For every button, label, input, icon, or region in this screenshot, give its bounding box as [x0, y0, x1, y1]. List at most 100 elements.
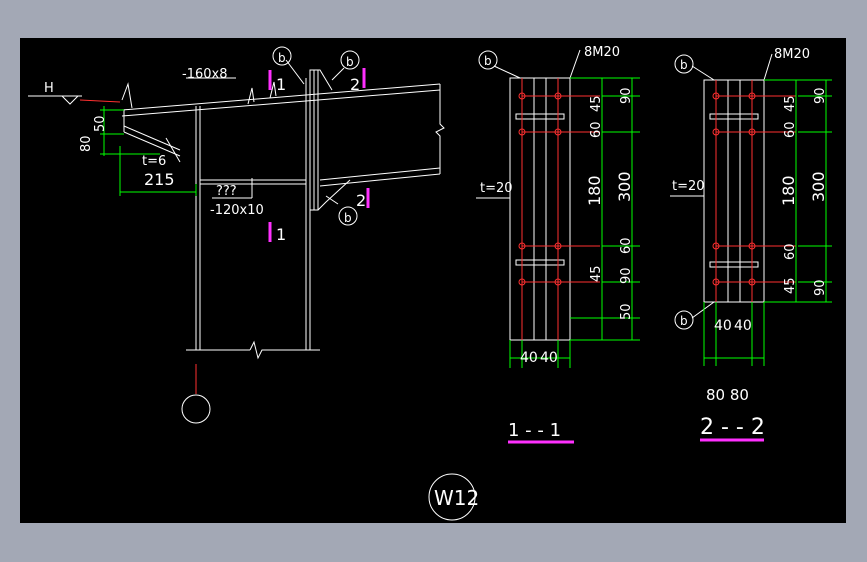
dim-label: 300 — [809, 171, 828, 202]
dim-label: 45 — [783, 95, 798, 112]
elevation-labels: H -160x8 t=6 215 ??? -120x10 b b b 1 2 2… — [44, 51, 366, 244]
rafter-bottom-flange — [319, 173, 441, 187]
axis-bubble — [181, 394, 211, 424]
rafter-stiffener-1 — [247, 87, 255, 105]
dim-label: 90 — [813, 87, 828, 104]
section-22-view — [670, 53, 773, 330]
section-22-bubble-b — [674, 54, 694, 74]
drawing-id-label: W12 — [434, 486, 479, 510]
section-11-thickness-label: t=20 — [480, 181, 513, 196]
section-22-dimensions — [703, 79, 832, 366]
bubble-b-1 — [272, 46, 292, 66]
plate-bottom-label: -120x10 — [210, 203, 264, 218]
dim-label: 60 — [783, 121, 798, 138]
section-22-labels: 8M20 b b t=20 45 60 180 60 45 90 300 90 … — [672, 47, 828, 440]
section-11-bolt-leader — [569, 49, 581, 79]
bubble-b-3-label: b — [344, 211, 352, 225]
dim-label: 180 — [779, 175, 798, 206]
dim-label-bottom: 40 — [734, 318, 752, 334]
plate-top-label: -160x8 — [182, 67, 227, 82]
dim-label-bottom: 40 — [540, 350, 558, 366]
dim-label: 50 — [619, 303, 634, 320]
column-break-line — [249, 340, 320, 360]
level-mark-label: H — [44, 81, 54, 96]
dim-label: 45 — [783, 277, 798, 294]
section-22-flange-top — [709, 113, 759, 120]
dim-215-label: 215 — [144, 170, 175, 189]
section-marks — [268, 68, 370, 242]
section-11-title: 1 - - 1 — [508, 420, 561, 441]
section-1-label-top: 1 — [276, 75, 286, 94]
bubble1-leader — [285, 59, 305, 85]
section-11-view — [476, 49, 581, 341]
dim-label: 90 — [619, 87, 634, 104]
section-22-bubble-label: b — [680, 58, 688, 72]
section-2-label-bot: 2 — [356, 191, 366, 210]
unknown-label: ??? — [216, 184, 237, 199]
elevation-view — [28, 46, 445, 424]
section-11-bolts-label: 8M20 — [584, 45, 620, 60]
bubble3-leader — [325, 195, 339, 205]
dim-label-below: 80 80 — [706, 386, 749, 404]
rafter-stiffener-2 — [269, 81, 277, 99]
thickness-label: t=6 — [142, 154, 166, 169]
section-22-thickness-label: t=20 — [672, 179, 705, 194]
dim-label: 90 — [619, 267, 634, 284]
dim-label: 60 — [783, 243, 798, 260]
section-11-bubble-leader — [493, 65, 521, 79]
dim-80-label: 80 — [79, 135, 94, 152]
section-11-flange-bot — [515, 259, 565, 266]
section-11-plate — [509, 77, 571, 341]
dim-label: 45 — [589, 95, 604, 112]
bubble-b-1-label: b — [278, 51, 286, 65]
elevation-dimensions — [100, 106, 197, 196]
dim-label: 300 — [615, 171, 634, 202]
section-11-flange-top — [515, 113, 565, 120]
section-22-flange-bot — [709, 261, 759, 268]
break-line-right — [435, 84, 445, 174]
dim-label-bottom: 40 — [520, 350, 538, 366]
rafter-bottom-flange-inner — [319, 167, 441, 181]
bubble2-leader — [331, 67, 345, 81]
level-triangle — [61, 95, 79, 105]
dim-label-bottom: 40 — [714, 318, 732, 334]
section-11-dimensions — [509, 77, 640, 368]
bubble-b-2 — [340, 50, 360, 70]
section-22-bolts-label: 8M20 — [774, 47, 810, 62]
section-11-labels: 8M20 b t=20 45 60 180 45 90 300 60 90 50… — [480, 45, 634, 441]
bubble-b-2-label: b — [346, 55, 354, 69]
dim-50-label: 50 — [93, 115, 108, 132]
dim-label: 45 — [589, 265, 604, 282]
cad-drawing: H -160x8 t=6 215 ??? -120x10 b b b 1 2 2… — [28, 45, 832, 521]
section-1-label-bot: 1 — [276, 225, 286, 244]
section-11-bubble-label: b — [484, 54, 492, 68]
drawing-canvas[interactable]: H -160x8 t=6 215 ??? -120x10 b b b 1 2 2… — [20, 38, 846, 523]
dim-label: 90 — [813, 279, 828, 296]
level-leader — [79, 99, 121, 103]
stiffener-left — [121, 82, 133, 109]
dim-label: 180 — [585, 175, 604, 206]
haunch-slope — [123, 131, 181, 157]
dim-label: 60 — [619, 237, 634, 254]
end-plate-stiffener-top — [310, 69, 333, 91]
section-11-bolts — [518, 78, 600, 340]
section-22-bubble2-leader — [691, 301, 715, 319]
end-plate-stiffener-bottom — [317, 179, 351, 211]
section-22-bolt-leader — [763, 53, 773, 81]
section-22-bubble-leader — [691, 65, 715, 81]
section-22-bubble-b2 — [674, 310, 694, 330]
thickness-leader — [165, 137, 181, 163]
drawing-id-circle — [428, 473, 476, 521]
section-22-bubble2-label: b — [680, 314, 688, 328]
section-2-label-top: 2 — [350, 75, 360, 94]
rafter-top-flange-inner — [121, 89, 441, 117]
rafter-top-flange — [121, 83, 441, 111]
section-22-bolts — [712, 80, 796, 302]
bubble-b-3 — [338, 206, 358, 226]
section-11-bubble-b — [478, 50, 498, 70]
haunch-slope-inner — [123, 125, 181, 151]
section-22-title: 2 - - 2 — [700, 415, 765, 440]
section-22-plate — [703, 79, 765, 303]
dim-label: 60 — [589, 121, 604, 138]
